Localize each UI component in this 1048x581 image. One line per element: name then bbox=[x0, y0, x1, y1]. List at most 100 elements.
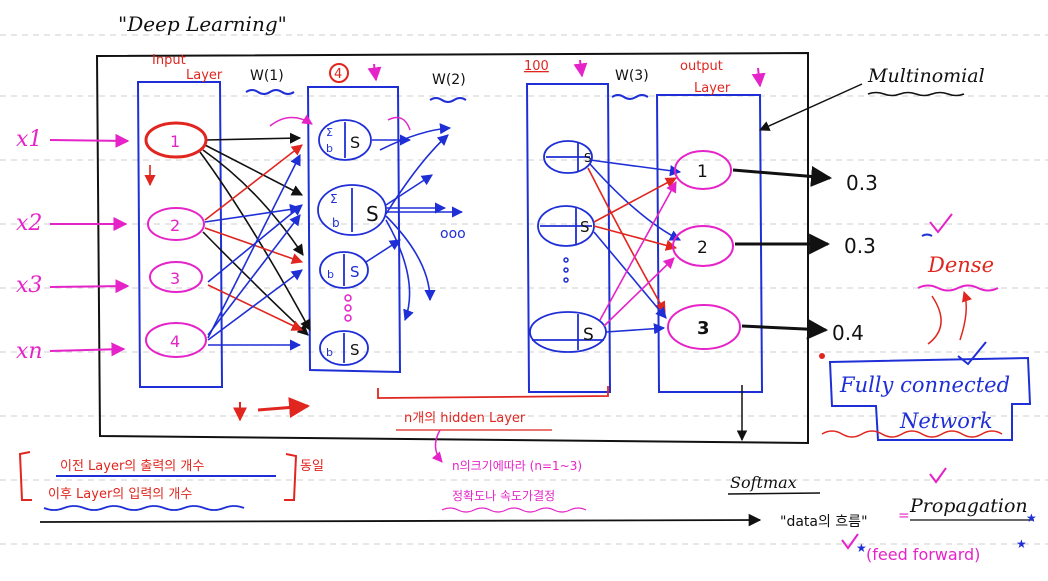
svg-text:b: b bbox=[327, 268, 334, 281]
output-value-2: 0.3 bbox=[844, 234, 876, 258]
feed-forward-label: (feed forward) bbox=[866, 545, 980, 564]
star-icon-right: ★ bbox=[1016, 537, 1027, 551]
output-value-1: 0.3 bbox=[846, 171, 878, 195]
hidden2-down-arrow bbox=[573, 59, 588, 78]
hidden-sub-underline bbox=[441, 507, 587, 513]
hidden2-count: 100 bbox=[524, 59, 549, 74]
svg-text:S: S bbox=[350, 263, 360, 281]
svg-text:S: S bbox=[583, 325, 594, 345]
svg-text:S: S bbox=[350, 341, 360, 359]
input-x-labels: x1 x2 x3 xn bbox=[16, 127, 43, 364]
hidden-layer-sub2: 정확도나 속도가결정 bbox=[452, 489, 555, 503]
multinomial-underline bbox=[867, 91, 965, 97]
weight-1-label: W(1) bbox=[250, 68, 284, 84]
hidden-note-hook bbox=[431, 429, 443, 463]
output-down-arrow bbox=[751, 67, 766, 88]
input-hidden1-connections bbox=[144, 132, 311, 351]
hidden-layer-bracket bbox=[377, 386, 609, 399]
feedback-curve-2 bbox=[387, 116, 411, 131]
next-layer-underline bbox=[43, 505, 245, 511]
softmax-underline bbox=[727, 492, 821, 495]
input-layer-column bbox=[136, 81, 224, 388]
hidden1-count: 4 bbox=[334, 67, 342, 82]
layer-columns bbox=[136, 81, 764, 393]
svg-text:1: 1 bbox=[697, 162, 708, 182]
input-node-2-label: 2 bbox=[170, 216, 180, 235]
output-layer-column bbox=[655, 94, 764, 393]
input-node-3 bbox=[149, 261, 203, 293]
input-arrows bbox=[49, 133, 130, 357]
hidden2-output-connections bbox=[587, 159, 682, 335]
hidden2-neuron-labels: S S S bbox=[580, 151, 594, 345]
hidden2-neurons bbox=[529, 140, 607, 353]
right-bracket bbox=[284, 453, 298, 501]
feedback-curve bbox=[269, 114, 313, 127]
fully-connected-box bbox=[828, 356, 1032, 441]
output-node-1 bbox=[674, 150, 732, 190]
hidden1-dots bbox=[344, 294, 352, 322]
data-flow-label: "data의 흐름" bbox=[780, 514, 868, 530]
hidden2-dots bbox=[563, 257, 569, 283]
hidden1-neurons bbox=[317, 119, 387, 366]
input-node-2 bbox=[147, 207, 205, 241]
hidden2-neuron-3 bbox=[529, 311, 607, 353]
weight-3-underline bbox=[611, 94, 649, 100]
input-x3: x3 bbox=[16, 273, 42, 298]
svg-text:S: S bbox=[366, 202, 379, 226]
hidden1-neuron-4 bbox=[319, 330, 369, 366]
input-nodes: 1 2 3 4 bbox=[144, 121, 208, 358]
weight-3-label: W(3) bbox=[615, 68, 649, 84]
hidden1-count-circle bbox=[329, 63, 349, 83]
softmax-label: Softmax bbox=[730, 473, 797, 492]
input-layer-label: Input bbox=[152, 53, 186, 68]
data-flow-arrow bbox=[39, 513, 762, 527]
weight-2-underline bbox=[429, 97, 467, 103]
propagation-label: Propagation bbox=[909, 495, 1028, 517]
svg-text:S: S bbox=[580, 218, 590, 236]
output-node-3 bbox=[667, 304, 741, 350]
hidden2-neuron-1 bbox=[543, 140, 593, 174]
weight-1-underline bbox=[245, 89, 295, 95]
hidden1-neuron-labels: Σ b S Σ b S b S b S bbox=[326, 126, 379, 359]
input-node-1 bbox=[144, 121, 208, 159]
input-node-4-label: 4 bbox=[170, 332, 180, 351]
hidden-ellipsis: ooo bbox=[440, 226, 466, 242]
input-x1: x1 bbox=[16, 127, 42, 152]
weight-2-label: W(2) bbox=[432, 72, 466, 88]
equals-sign: = bbox=[898, 508, 910, 524]
output-node-2 bbox=[672, 225, 734, 267]
fully-connected-label: Fully connected bbox=[839, 373, 1010, 397]
svg-text:S: S bbox=[350, 133, 360, 152]
input-layer-label-2: Layer bbox=[186, 68, 223, 83]
hidden1-neuron-3 bbox=[319, 251, 369, 289]
input-xn: xn bbox=[16, 339, 43, 364]
output-layer-label-2: Layer bbox=[694, 81, 731, 96]
hidden-layer-sub1: n의크기에따라 (n=1~3) bbox=[452, 459, 582, 473]
svg-text:Σ: Σ bbox=[330, 192, 338, 206]
svg-text:Σ: Σ bbox=[326, 126, 333, 139]
output-nodes: 1 2 3 bbox=[667, 150, 741, 350]
svg-text:b: b bbox=[332, 216, 340, 230]
svg-text:2: 2 bbox=[697, 238, 708, 258]
hidden1-down-arrow bbox=[367, 63, 382, 82]
svg-text:b: b bbox=[326, 142, 333, 155]
dense-label: Dense bbox=[927, 253, 994, 277]
network-label: Network bbox=[899, 409, 993, 433]
multinomial-pointer bbox=[759, 83, 863, 131]
star-icon-left: ★ bbox=[856, 541, 867, 555]
star-icon-top: ★ bbox=[1026, 511, 1037, 525]
svg-text:b: b bbox=[326, 346, 333, 359]
input-x2: x2 bbox=[16, 211, 42, 236]
hidden1-neuron-1 bbox=[318, 119, 372, 161]
feed-forward-check bbox=[841, 533, 859, 550]
same-note: 동일 bbox=[300, 459, 324, 474]
next-layer-note: 이후 Layer의 입력의 개수 bbox=[48, 487, 192, 502]
output-layer-label: output bbox=[680, 59, 723, 74]
svg-text:S: S bbox=[584, 151, 592, 165]
hidden1-neuron-2 bbox=[317, 184, 387, 236]
input-node-4 bbox=[145, 322, 207, 358]
svg-text:3: 3 bbox=[697, 318, 710, 339]
left-bracket bbox=[18, 451, 32, 501]
